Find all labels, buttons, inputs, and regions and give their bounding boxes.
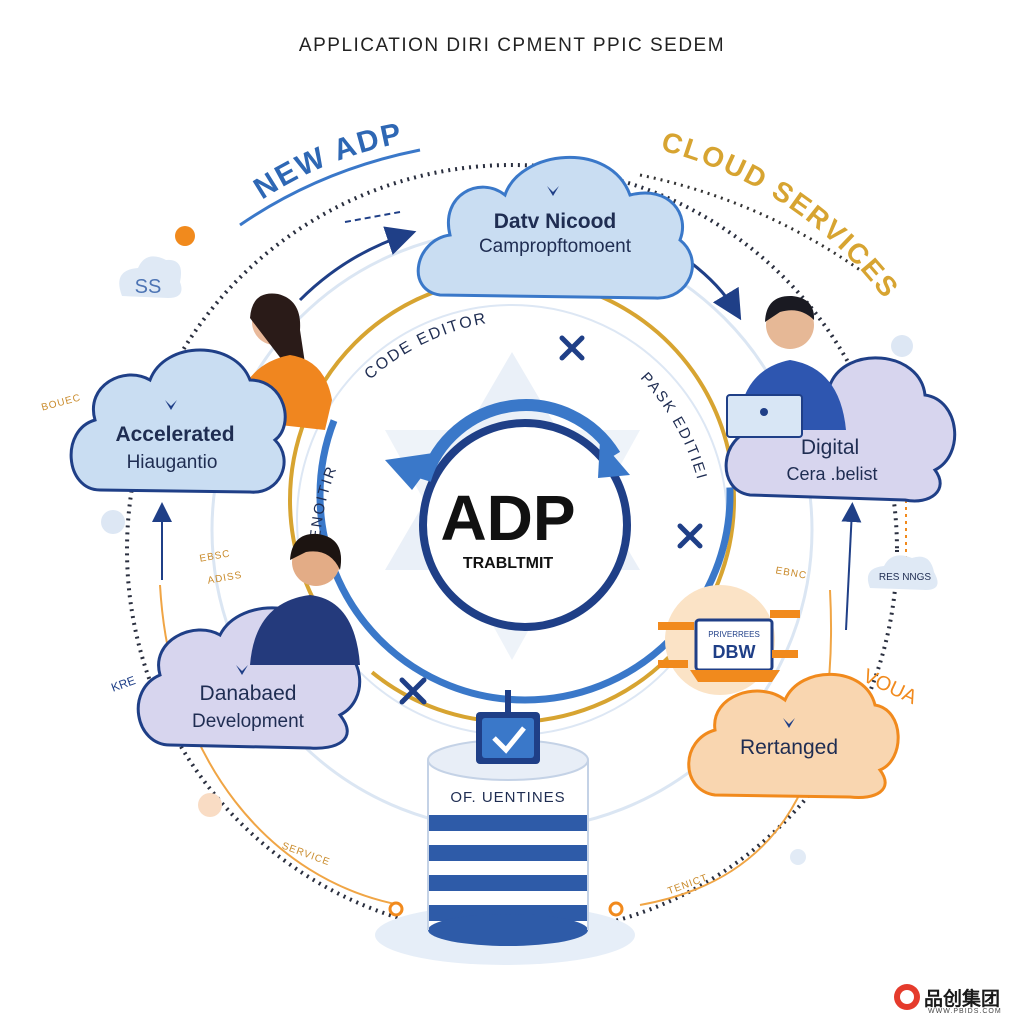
small-cloud-res-label: RES NNGS: [879, 572, 932, 583]
x-marker-right: [677, 523, 703, 549]
cloud-bottom-left-line1: Danabaed: [200, 682, 297, 705]
watermark: 品创集团 WWW.PBIDS.COM: [890, 980, 1020, 1020]
cloud-bottom-right[interactable]: Rertanged: [687, 672, 900, 800]
navy-line-right: [841, 502, 862, 631]
cloud-right-line2: Cera .belist: [786, 464, 877, 484]
cloud-bottom-left-line2: Development: [192, 711, 305, 732]
dot-orange: [175, 226, 195, 246]
cycle-arrow-top: [419, 399, 621, 482]
blue-ring: [316, 286, 734, 704]
cloud-left-line2: Hiaugantio: [127, 452, 218, 473]
side-label-adiss: ADISS: [207, 570, 243, 587]
label-new-adp: NEW ADP: [248, 117, 404, 206]
svg-text:PASK EDITIEI: PASK EDITIEI: [637, 369, 710, 482]
center-badge: [419, 419, 631, 631]
cloud-top-line2: Campropftomoent: [479, 236, 632, 257]
laptop-icon: PRIVERREES DBW: [658, 610, 800, 682]
side-label-bouec: BOUEC: [40, 392, 82, 413]
dot-blue-left: [101, 510, 125, 534]
side-label-ebnc: EBNC: [775, 565, 808, 581]
label-enoitir: ENOITIR: [307, 463, 339, 541]
svg-text:CLOUD SERVICES: CLOUD SERVICES: [658, 126, 905, 305]
arc-line-cloud: [639, 173, 861, 272]
center-main-label: ADP: [440, 482, 575, 554]
small-cloud-ss-label: SS: [135, 276, 162, 298]
cloud-top-line1: Datv Nicood: [494, 210, 617, 233]
cycle-arrow-head-left: [385, 452, 440, 490]
orange-node-left: [388, 901, 404, 917]
center-sub-label: TRABLTMIT: [463, 555, 554, 572]
dot-blue-right-2: [790, 849, 806, 865]
cycle-arrow-head-right: [598, 440, 630, 478]
bottom-left-cloud-marker: [236, 665, 248, 675]
person-bottom-left: [250, 533, 360, 665]
svg-text:ENOITIR: ENOITIR: [307, 463, 341, 541]
orange-node-right: [608, 901, 624, 917]
dot-blue-right: [891, 335, 913, 357]
outer-dotted-ring: [125, 163, 899, 937]
small-cloud-res: RES NNGS: [867, 555, 938, 590]
arc-arrow-top-right: [689, 260, 742, 321]
orange-line-right: [639, 589, 832, 906]
page-title: APPLICATION DIRI CPMENT PPIC SEDEM: [299, 35, 725, 56]
database-icon: [427, 739, 589, 946]
watermark-brand: 品创集团: [924, 988, 1001, 1010]
svg-text:NEW ADP: NEW ADP: [248, 117, 406, 206]
label-pask-editiei: PASK EDITIEI: [637, 369, 708, 482]
person-right: [726, 295, 846, 438]
database-label: OF. UENTINES: [450, 789, 565, 806]
cloud-right-line1: Digital: [801, 436, 859, 459]
x-marker-top: [559, 335, 585, 361]
cloud-left-line1: Accelerated: [115, 423, 234, 446]
arc-line-new: [239, 148, 421, 227]
small-cloud-ss: SS: [119, 256, 182, 298]
download-check-icon: [476, 690, 540, 764]
side-label-tenict: TENICT: [666, 872, 709, 897]
laptop-screen-main: DBW: [713, 642, 756, 662]
laptop-screen-top: PRIVERREES: [708, 630, 760, 639]
arc-arrow-top-left: [298, 226, 417, 302]
cloud-bottom-right-line1: Rertanged: [740, 736, 838, 759]
watermark-url: WWW.PBIDS.COM: [928, 1008, 1002, 1015]
side-label-ebsc: EBSC: [199, 548, 232, 564]
brand-logo-icon: [894, 984, 920, 1010]
cloud-left[interactable]: Accelerated Hiaugantio: [69, 348, 287, 494]
label-cloud-services: CLOUD SERVICES: [658, 126, 903, 305]
side-label-kre: KRE: [109, 673, 137, 695]
dash-top: [344, 211, 401, 223]
cloud-top[interactable]: Datv Nicood Campropftomoent: [416, 155, 694, 300]
x-marker-bottom: [399, 677, 427, 705]
dot-peach: [198, 793, 222, 817]
